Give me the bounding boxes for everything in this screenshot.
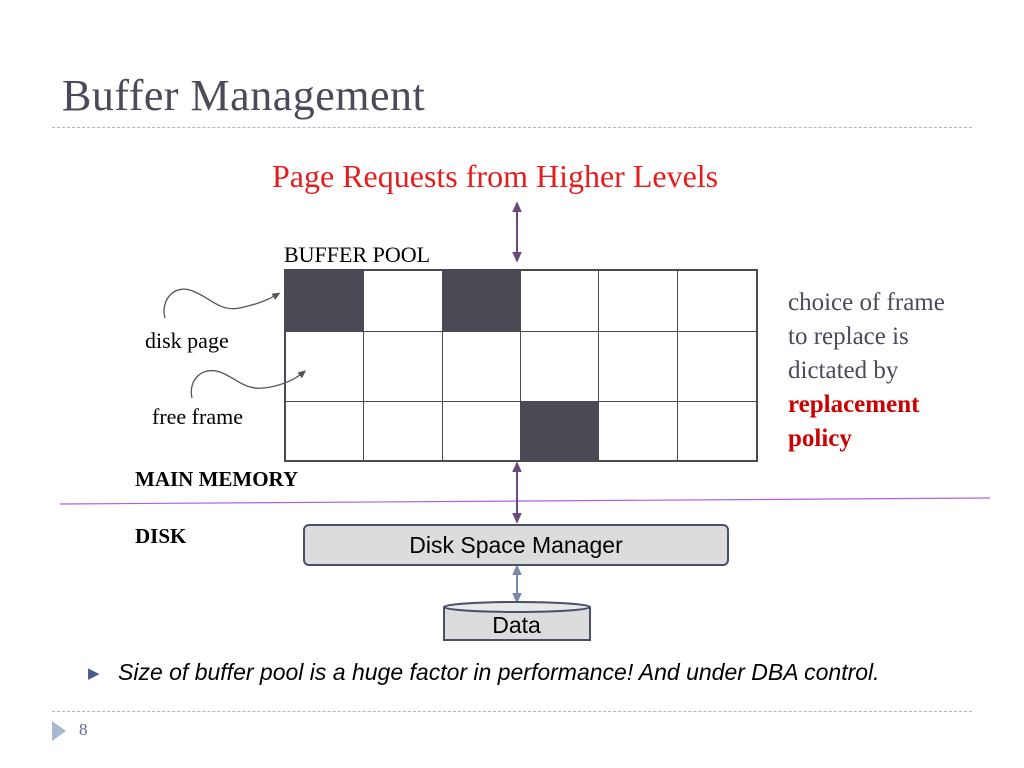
policy-note-line: choice of frame xyxy=(788,289,945,316)
slide-title: Buffer Management xyxy=(62,71,426,120)
buffer-pool-grid xyxy=(284,269,758,462)
disk-page-label: disk page xyxy=(145,328,229,353)
main-memory-label: MAIN MEMORY xyxy=(135,467,299,491)
replacement-policy-note: choice of frame to replace is dictated b… xyxy=(788,286,1018,456)
footer-divider xyxy=(52,711,972,712)
policy-note-line: to replace is xyxy=(788,323,909,350)
buffer-frame-free xyxy=(364,332,443,402)
bullet-text: Size of buffer pool is a huge factor in … xyxy=(118,659,880,685)
buffer-pool-label: BUFFER POOL xyxy=(284,242,431,267)
memory-disk-divider xyxy=(59,497,991,505)
buffer-frame-free xyxy=(443,402,521,460)
buffer-frame-free xyxy=(521,271,600,332)
free-frame-pointer xyxy=(190,370,307,399)
title-divider xyxy=(52,127,972,128)
policy-note-line: dictated by xyxy=(788,357,899,384)
buffer-frame-free xyxy=(521,332,600,402)
buffer-frame-free xyxy=(442,332,521,402)
disk-space-manager-box: Disk Space Manager xyxy=(303,524,729,566)
buffer-frame-free xyxy=(364,402,443,460)
slide-marker-icon xyxy=(52,721,66,741)
buffer-frame-occupied xyxy=(286,271,365,332)
data-label: Data xyxy=(492,612,541,638)
buffer-frame-free xyxy=(286,402,365,460)
buffer-frame-free xyxy=(599,402,678,460)
policy-highlight: replacement xyxy=(788,391,920,418)
data-storage-cylinder xyxy=(443,601,591,641)
disk-label: DISK xyxy=(135,524,187,548)
free-frame-label: free frame xyxy=(152,404,243,429)
bullet-arrow-icon: ▶ xyxy=(88,666,100,682)
buffer-frame-free xyxy=(599,332,678,402)
buffer-frame-free xyxy=(677,271,756,332)
page-number: 8 xyxy=(79,720,88,739)
buffer-frame-occupied xyxy=(521,402,600,460)
buffer-frame-free xyxy=(677,332,756,402)
buffer-frame-free xyxy=(286,332,365,402)
policy-highlight: policy xyxy=(788,425,852,452)
disk-page-pointer xyxy=(163,288,281,319)
buffer-frame-free xyxy=(599,271,678,332)
page-requests-label: Page Requests from Higher Levels xyxy=(272,158,719,194)
buffer-frame-occupied xyxy=(442,271,521,332)
buffer-frame-free xyxy=(364,271,443,332)
